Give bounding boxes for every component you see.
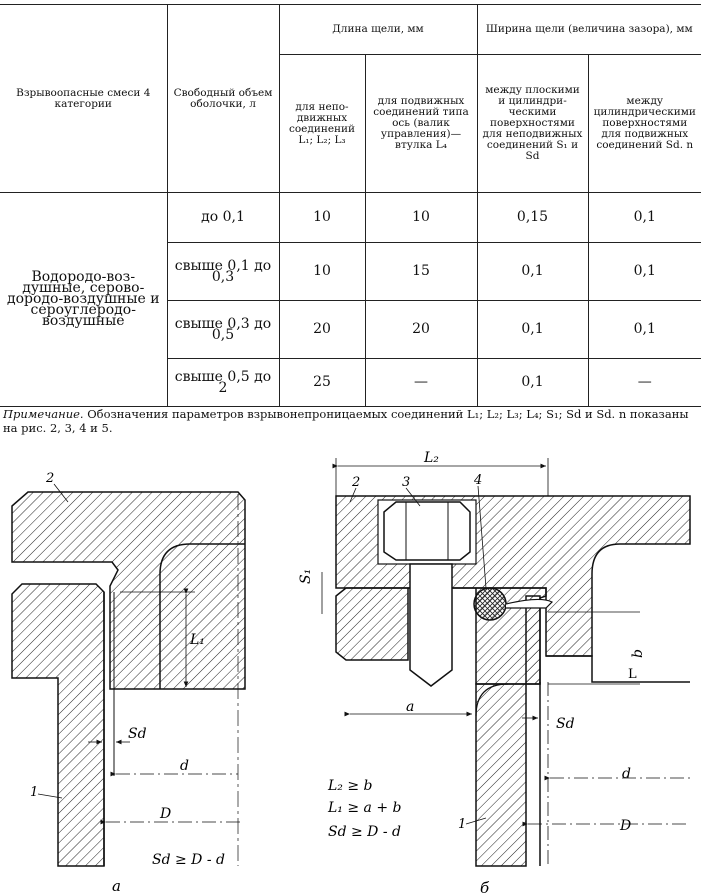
table-row: свыше 0,5 до 2 25 — 0,1 — — [0, 358, 701, 407]
cell-s-flat: 0,15 — [476, 192, 589, 243]
cell-s-cyl: 0,1 — [587, 242, 701, 301]
table-row: свыше 0,3 до 0,5 20 20 0,1 0,1 — [0, 300, 701, 359]
label-b-Sd: Sd — [556, 716, 575, 732]
label-b-formula-1: L₂ ≥ b — [327, 778, 373, 794]
label-b-b: b — [630, 649, 646, 658]
label-b-S1: S₁ — [298, 569, 314, 584]
cell-volume: свыше 0,3 до 0,5 — [166, 300, 280, 359]
cell-volume: до 0,1 — [166, 192, 280, 243]
label-b-L2: L₂ — [423, 450, 439, 466]
seal-ring-part-4 — [473, 587, 507, 621]
cell-volume: свыше 0,1 до 0,3 — [166, 242, 280, 301]
header-width-flat: между плоскими и цилиндри­ческими поверх… — [476, 54, 589, 193]
cell-l-movable: 15 — [364, 242, 478, 301]
header-gap-length: Длина щели, мм — [278, 4, 478, 55]
label-b-formula-2: L₁ ≥ a + b — [327, 800, 402, 816]
cell-l-fixed: 10 — [278, 242, 366, 301]
label-a-D: D — [159, 806, 171, 822]
cell-l-movable: 10 — [364, 192, 478, 243]
joint-drawings: L₁ Sd d D 2 1 Sd ≥ D - d а — [11, 450, 691, 896]
label-a-formula: Sd ≥ D - d — [152, 852, 225, 868]
label-b-L1: L — [628, 667, 637, 682]
caption-b: б — [480, 879, 490, 896]
label-a-Sd: Sd — [128, 726, 147, 742]
header-mixtures: Взрывоопасные смеси 4 категории — [0, 4, 168, 193]
figure-a: L₁ Sd d D 2 1 Sd ≥ D - d а — [11, 471, 246, 895]
note-text: Обозначения параметров взрывонепроницаем… — [3, 407, 689, 435]
label-a-part-2: 2 — [45, 471, 54, 486]
cell-volume: свыше 0,5 до 2 — [166, 358, 280, 407]
body-part-1 — [11, 583, 105, 867]
cell-l-fixed: 10 — [278, 192, 366, 243]
parameters-table: Взрывоопасные смеси 4 категории Свободны… — [0, 4, 701, 407]
table-row: Водородо-воз­душные, серово­дородо-возду… — [0, 192, 701, 407]
bolt-head-part-3 — [383, 501, 471, 561]
header-width-cyl: между цилиндриче­скими поверхно­стями дл… — [587, 54, 701, 193]
cell-s-cyl: 0,1 — [587, 192, 701, 243]
mixture-group-label: Водородо-воз­душные, серово­дородо-возду… — [0, 192, 168, 407]
label-b-D: D — [619, 818, 631, 834]
header-gap-width: Ширина щели (величина зазора), мм — [476, 4, 701, 55]
label-b-a: a — [406, 699, 414, 715]
label-b-part-3: 3 — [402, 475, 410, 490]
label-b-part-4: 4 — [473, 473, 482, 488]
header-volume: Свободный объем оболочки, л — [166, 4, 280, 193]
cell-s-flat: 0,1 — [476, 242, 589, 301]
cell-l-movable: 20 — [364, 300, 478, 359]
label-a-part-1: 1 — [30, 785, 38, 800]
label-b-part-2: 2 — [351, 475, 360, 490]
label-b-part-1: 1 — [458, 817, 466, 832]
header-length-fixed: для непо­движных соедине­ний L₁; L₂; L₃ — [278, 54, 366, 193]
table-note: Примечание. Обозначения параметров взрыв… — [3, 407, 701, 435]
cell-s-flat: 0,1 — [476, 358, 589, 407]
label-b-d: d — [622, 766, 631, 782]
table-row: свыше 0,1 до 0,3 10 15 0,1 0,1 — [0, 242, 701, 301]
cell-l-movable: — — [364, 358, 478, 407]
header-length-movable: для подвижных соединений типа ось (валик… — [364, 54, 478, 193]
cell-l-fixed: 20 — [278, 300, 366, 359]
cell-l-fixed: 25 — [278, 358, 366, 407]
cell-s-cyl: 0,1 — [587, 300, 701, 359]
label-a-L1: L₁ — [189, 632, 205, 648]
caption-a: а — [112, 877, 121, 895]
label-a-d: d — [180, 758, 189, 774]
note-label: Примечание. — [3, 407, 84, 421]
label-b-formula-3: Sd ≥ D - d — [328, 824, 401, 840]
cell-s-flat: 0,1 — [476, 300, 589, 359]
figure-b: L₂ S₁ — [298, 450, 691, 896]
cell-s-cyl: — — [587, 358, 701, 407]
